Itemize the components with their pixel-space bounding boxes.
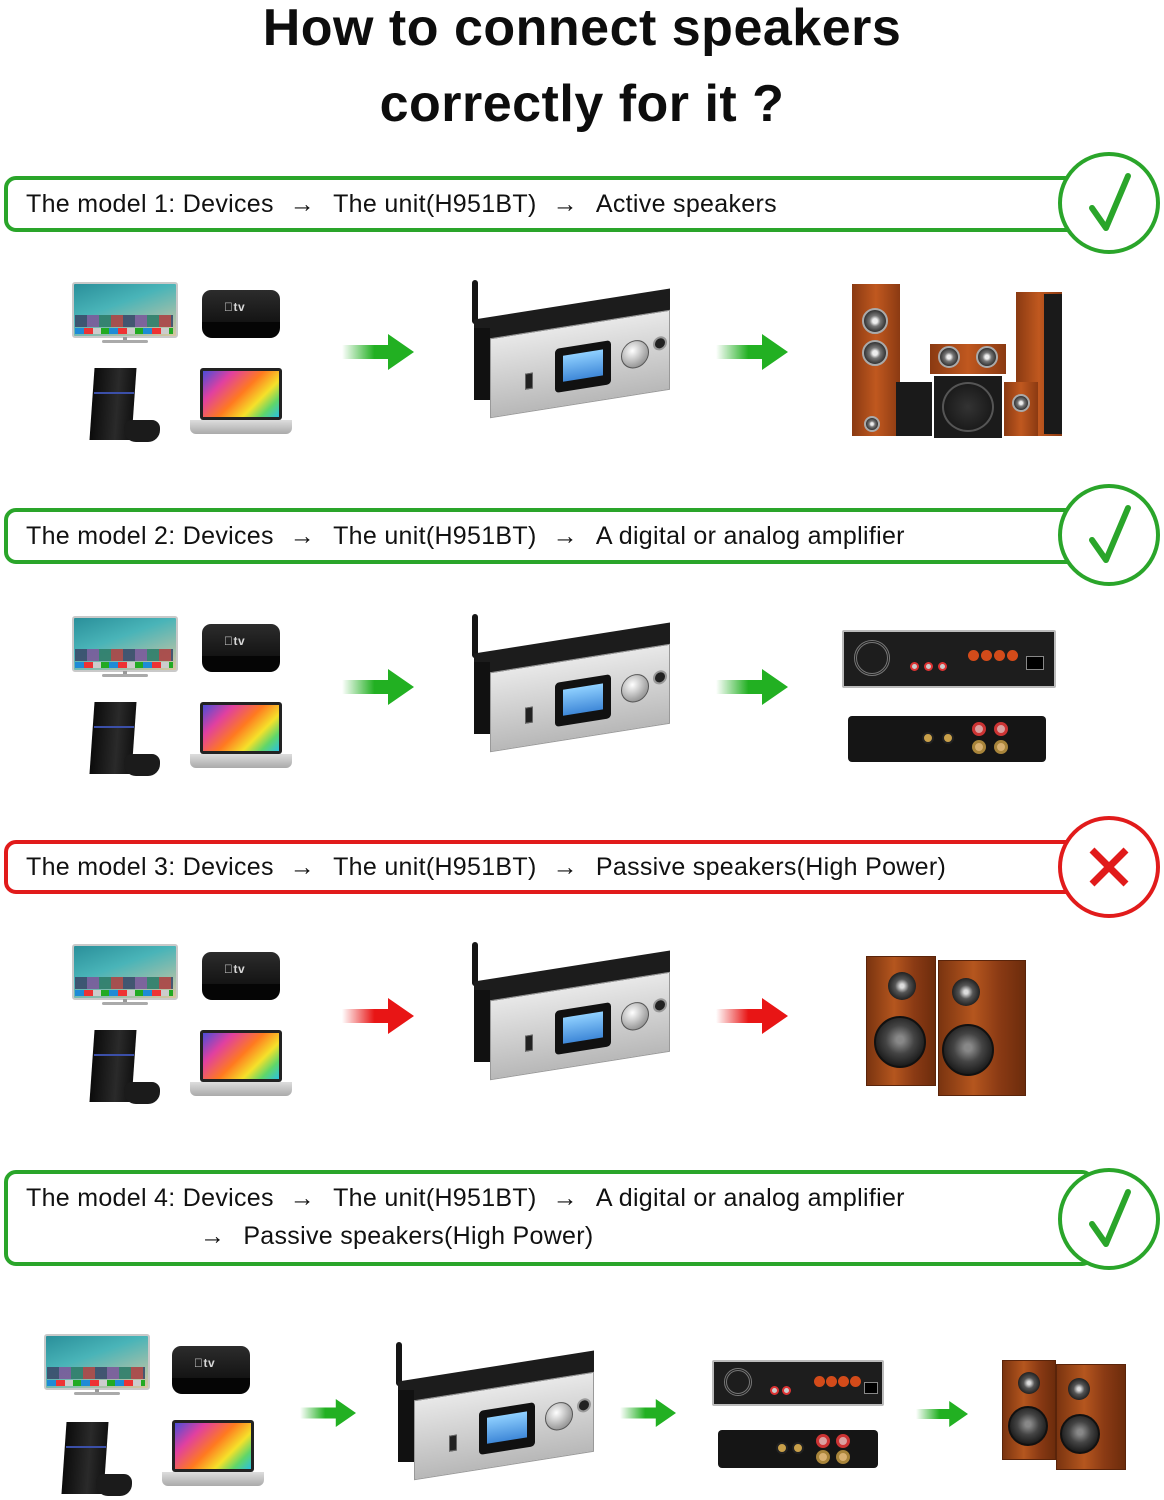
ps4-console-image <box>58 1422 138 1498</box>
model-2-unit: The unit(H951BT) <box>333 522 537 550</box>
model-2-target: A digital or analog amplifier <box>595 522 905 550</box>
h951bt-unit-image <box>470 614 676 753</box>
model-2-text: The model 2: Devices → The unit(H951BT) → A … <box>26 522 905 551</box>
model-2-prefix: The model 2: Devices <box>26 522 274 550</box>
arrow-right-icon: → <box>289 1184 316 1212</box>
model-1-prefix: The model 1: Devices <box>26 190 274 218</box>
model-3-prefix: The model 3: Devices <box>26 853 274 881</box>
model-4-unit: The unit(H951BT) <box>333 1184 537 1212</box>
arrow-green-icon <box>342 669 414 705</box>
model-3-banner: The model 3: Devices → The unit(H951BT) → Pa… <box>4 840 1094 894</box>
apple-tv-image: tv <box>202 624 280 674</box>
arrow-green-icon <box>916 1400 968 1428</box>
model-3-text: The model 3: Devices → The unit(H951BT) → Pa… <box>26 853 946 882</box>
laptop-image <box>162 1420 266 1490</box>
arrow-right-icon: → <box>552 853 578 881</box>
arrow-green-icon <box>620 1398 676 1428</box>
arrow-red-icon <box>342 998 414 1034</box>
laptop-image <box>190 368 294 438</box>
passive-speakers-image <box>862 950 1044 1100</box>
model-1-target: Active speakers <box>595 190 777 218</box>
model-3-status-badge <box>1058 816 1160 918</box>
h951bt-unit-image <box>470 280 676 419</box>
model-1-text: The model 1: Devices → The unit(H951BT) → Ac… <box>26 190 777 219</box>
amplifier-rear-image <box>712 1360 884 1406</box>
cross-icon <box>1089 847 1129 887</box>
model-4-banner: The model 4: Devices → The unit(H951BT) → A … <box>4 1170 1094 1266</box>
arrow-green-icon <box>342 334 414 370</box>
model-4-text-line-2: → Passive speakers(High Power) <box>200 1222 594 1251</box>
amplifier-rear-image <box>842 630 1056 688</box>
tv-image <box>72 616 178 680</box>
model-3-unit: The unit(H951BT) <box>333 853 537 881</box>
ps4-console-image <box>86 368 166 444</box>
model-4-status-badge <box>1058 1168 1160 1270</box>
model-4-text-line-1: The model 4: Devices → The unit(H951BT) → A … <box>26 1184 905 1213</box>
active-speakers-image <box>826 282 1076 438</box>
model-3-target: Passive speakers(High Power) <box>595 853 947 881</box>
model-1-unit: The unit(H951BT) <box>333 190 537 218</box>
checkmark-icon <box>1089 1189 1131 1247</box>
arrow-right-icon: → <box>552 190 578 218</box>
model-4-prefix: The model 4: Devices <box>26 1184 274 1212</box>
arrow-right-icon: → <box>289 522 316 550</box>
tv-image <box>72 282 178 346</box>
passive-speakers-image <box>1000 1356 1136 1474</box>
checkmark-icon <box>1089 173 1131 231</box>
arrow-green-icon <box>300 1398 356 1428</box>
arrow-right-icon: → <box>289 190 316 218</box>
apple-tv-image: tv <box>202 952 280 1002</box>
ps4-console-image <box>86 702 166 778</box>
arrow-green-icon <box>716 669 788 705</box>
h951bt-unit-image <box>470 942 676 1081</box>
arrow-green-icon <box>716 334 788 370</box>
arrow-red-icon <box>716 998 788 1034</box>
model-1-banner: The model 1: Devices → The unit(H951BT) → Ac… <box>4 176 1094 232</box>
model-1-status-badge <box>1058 152 1160 254</box>
model-4-target-2: Passive speakers(High Power) <box>243 1222 594 1250</box>
model-2-banner: The model 2: Devices → The unit(H951BT) → A … <box>4 508 1094 564</box>
laptop-image <box>190 1030 294 1100</box>
arrow-right-icon: → <box>552 1184 578 1212</box>
page-title-line-1: How to connect speakers <box>262 0 902 57</box>
tv-image <box>72 944 178 1008</box>
model-2-status-badge <box>1058 484 1160 586</box>
apple-tv-image: tv <box>202 290 280 340</box>
laptop-image <box>190 702 294 772</box>
apple-tv-image: tv <box>172 1346 250 1396</box>
arrow-right-icon: → <box>289 853 316 881</box>
model-4-target: A digital or analog amplifier <box>595 1184 905 1212</box>
h951bt-unit-image <box>394 1342 600 1481</box>
tv-image <box>44 1334 150 1398</box>
checkmark-icon <box>1089 505 1131 563</box>
ps4-console-image <box>86 1030 166 1106</box>
page-title-line-2: correctly for it ? <box>379 75 785 133</box>
arrow-right-icon: → <box>200 1222 226 1250</box>
arrow-right-icon: → <box>552 522 578 550</box>
mini-amplifier-rear-image <box>718 1430 878 1468</box>
mini-amplifier-rear-image <box>848 716 1046 762</box>
